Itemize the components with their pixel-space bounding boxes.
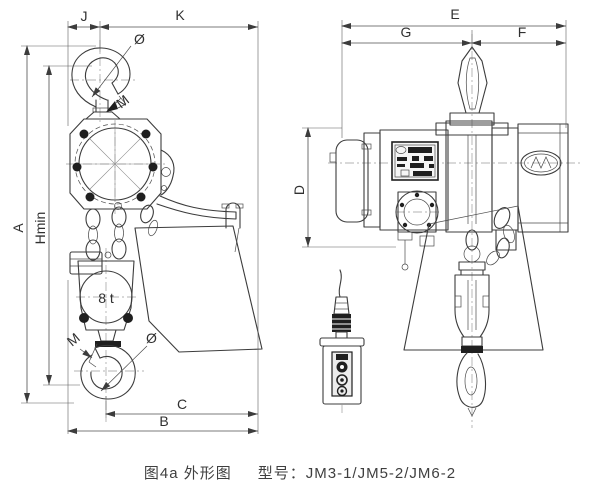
hoist-body-front [69,111,175,210]
capacity-marking: 8 t [98,290,114,306]
front-view-drawing: 8 t J K A [10,7,263,434]
dim-label-d: D [291,185,307,195]
pendant-control [319,269,365,414]
bottom-hook-block-front: 8 t [69,251,135,347]
load-chains-front [85,204,158,261]
diameter-label-bottom: Ø [146,330,157,346]
dim-label-a: A [10,223,26,233]
nameplate [391,141,439,181]
pendant-button-down [336,374,348,386]
suspension-hook-side [435,46,509,136]
pendant-button-stop [336,385,348,397]
dim-label-j: J [81,8,88,24]
diameter-label-top: Ø [134,31,145,47]
figure-caption: 图4a 外形图 型号：JM3-1/JM5-2/JM6-2 [0,462,600,483]
dim-label-hmin: Hmin [32,212,48,245]
pendant-button-panel [331,351,353,397]
chain-bag-front [134,195,263,353]
dim-label-c: C [177,396,187,412]
front-view-dimensions: J K A Hmin C B Ø M Ø M [10,7,259,434]
bottom-hook [80,343,136,400]
dim-label-k: K [175,7,185,23]
chain-guide-housing [395,190,439,271]
bottom-hook-block-side [454,229,490,417]
dim-label-b: B [159,413,168,429]
fan-cover-spokes [79,128,151,200]
model-number-label: 型号：JM3-1/JM5-2/JM6-2 [257,465,457,482]
side-view-centerlines [328,34,580,428]
suspension-bracket-side [486,207,517,266]
dim-label-e: E [450,6,459,22]
dim-label-f: F [518,24,527,40]
side-view-drawing: E G F D [291,6,580,428]
brand-logo-oval [520,150,562,176]
cover-bolts [72,129,158,210]
chain-bag-side [403,205,544,351]
technical-drawing: 8 t J K A [10,6,580,434]
figure-number-label: 图4a 外形图 [143,465,232,482]
thread-label-bottom: M [64,330,83,350]
hoist-body-side [329,120,569,233]
dim-label-g: G [401,24,412,40]
side-view-dimensions: E G F D [291,6,567,248]
top-hook [71,47,131,113]
